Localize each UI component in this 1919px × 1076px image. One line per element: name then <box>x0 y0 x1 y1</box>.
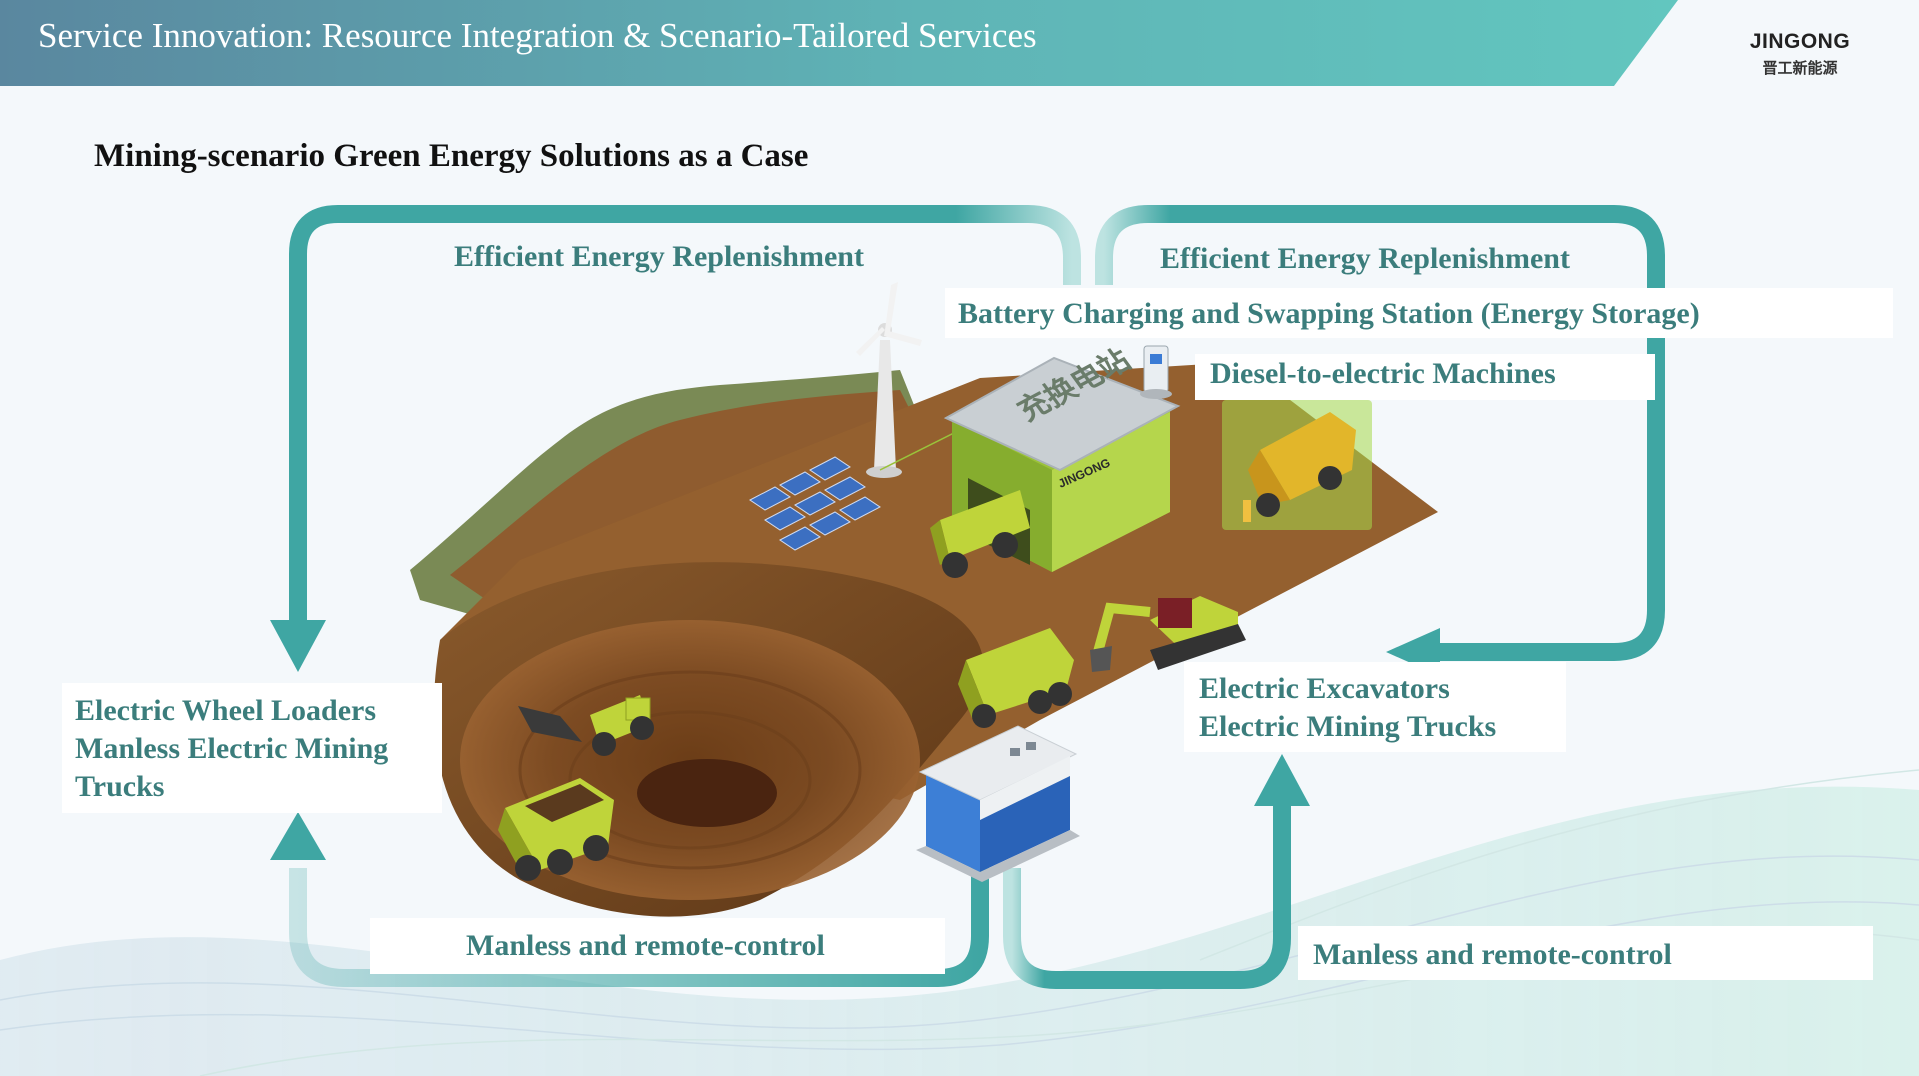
diesel-label-box <box>1195 354 1655 400</box>
arrowhead-down-left <box>270 620 326 672</box>
company-logo: JINGONG 晋工新能源 <box>1742 30 1858 82</box>
header-title: Service Innovation: Resource Integration… <box>38 16 1037 55</box>
mining-truck-station <box>930 490 1030 578</box>
label-electric-excavators: Electric Excavators <box>1199 672 1450 705</box>
electric-wheel-loader <box>518 695 654 756</box>
header-banner <box>0 0 1678 86</box>
page-subtitle: Mining-scenario Green Energy Solutions a… <box>94 138 809 174</box>
mining-truck-bottom <box>498 778 614 881</box>
arrow-bottom-right <box>1003 800 1291 989</box>
solar-panels <box>749 456 881 551</box>
diesel-truck-highlight <box>1222 400 1372 530</box>
label-charging-station: Battery Charging and Swapping Station (E… <box>958 297 1700 330</box>
bottom-right-label-box <box>1298 926 1873 980</box>
label-electric-mining-trucks: Electric Mining Trucks <box>1199 710 1497 743</box>
right-label-box <box>1184 662 1566 752</box>
label-trucks: Trucks <box>75 770 165 803</box>
label-top-right-replenishment: Efficient Energy Replenishment <box>1160 242 1570 275</box>
pit-bottom <box>637 759 777 827</box>
label-manless-remote-right: Manless and remote-control <box>1313 938 1672 971</box>
label-diesel-to-electric: Diesel-to-electric Machines <box>1210 357 1556 390</box>
logo-wordmark: JINGONG <box>1749 30 1851 53</box>
arrow-top-left <box>289 205 1081 625</box>
logo-chinese-name: 晋工新能源 <box>1762 59 1838 77</box>
station-label-box <box>945 288 1893 338</box>
control-center-building <box>916 725 1080 882</box>
bottom-left-label-box <box>370 918 945 974</box>
arrowhead-up-right <box>1254 754 1310 806</box>
charging-pile <box>1140 345 1172 399</box>
label-top-left-replenishment: Efficient Energy Replenishment <box>454 240 864 273</box>
arrow-top-right <box>1095 205 1665 661</box>
label-electric-wheel-loaders: Electric Wheel Loaders <box>75 694 377 727</box>
arrow-bottom-left <box>289 855 989 987</box>
label-manless-electric-mining: Manless Electric Mining <box>75 732 389 765</box>
mining-truck-middle <box>958 628 1074 728</box>
arrowhead-up-left <box>270 812 326 860</box>
left-label-box <box>62 683 442 813</box>
mine-illustration <box>410 282 1438 917</box>
electric-excavator <box>1090 596 1246 672</box>
wind-turbine <box>856 282 922 478</box>
label-manless-remote-left: Manless and remote-control <box>466 929 825 962</box>
